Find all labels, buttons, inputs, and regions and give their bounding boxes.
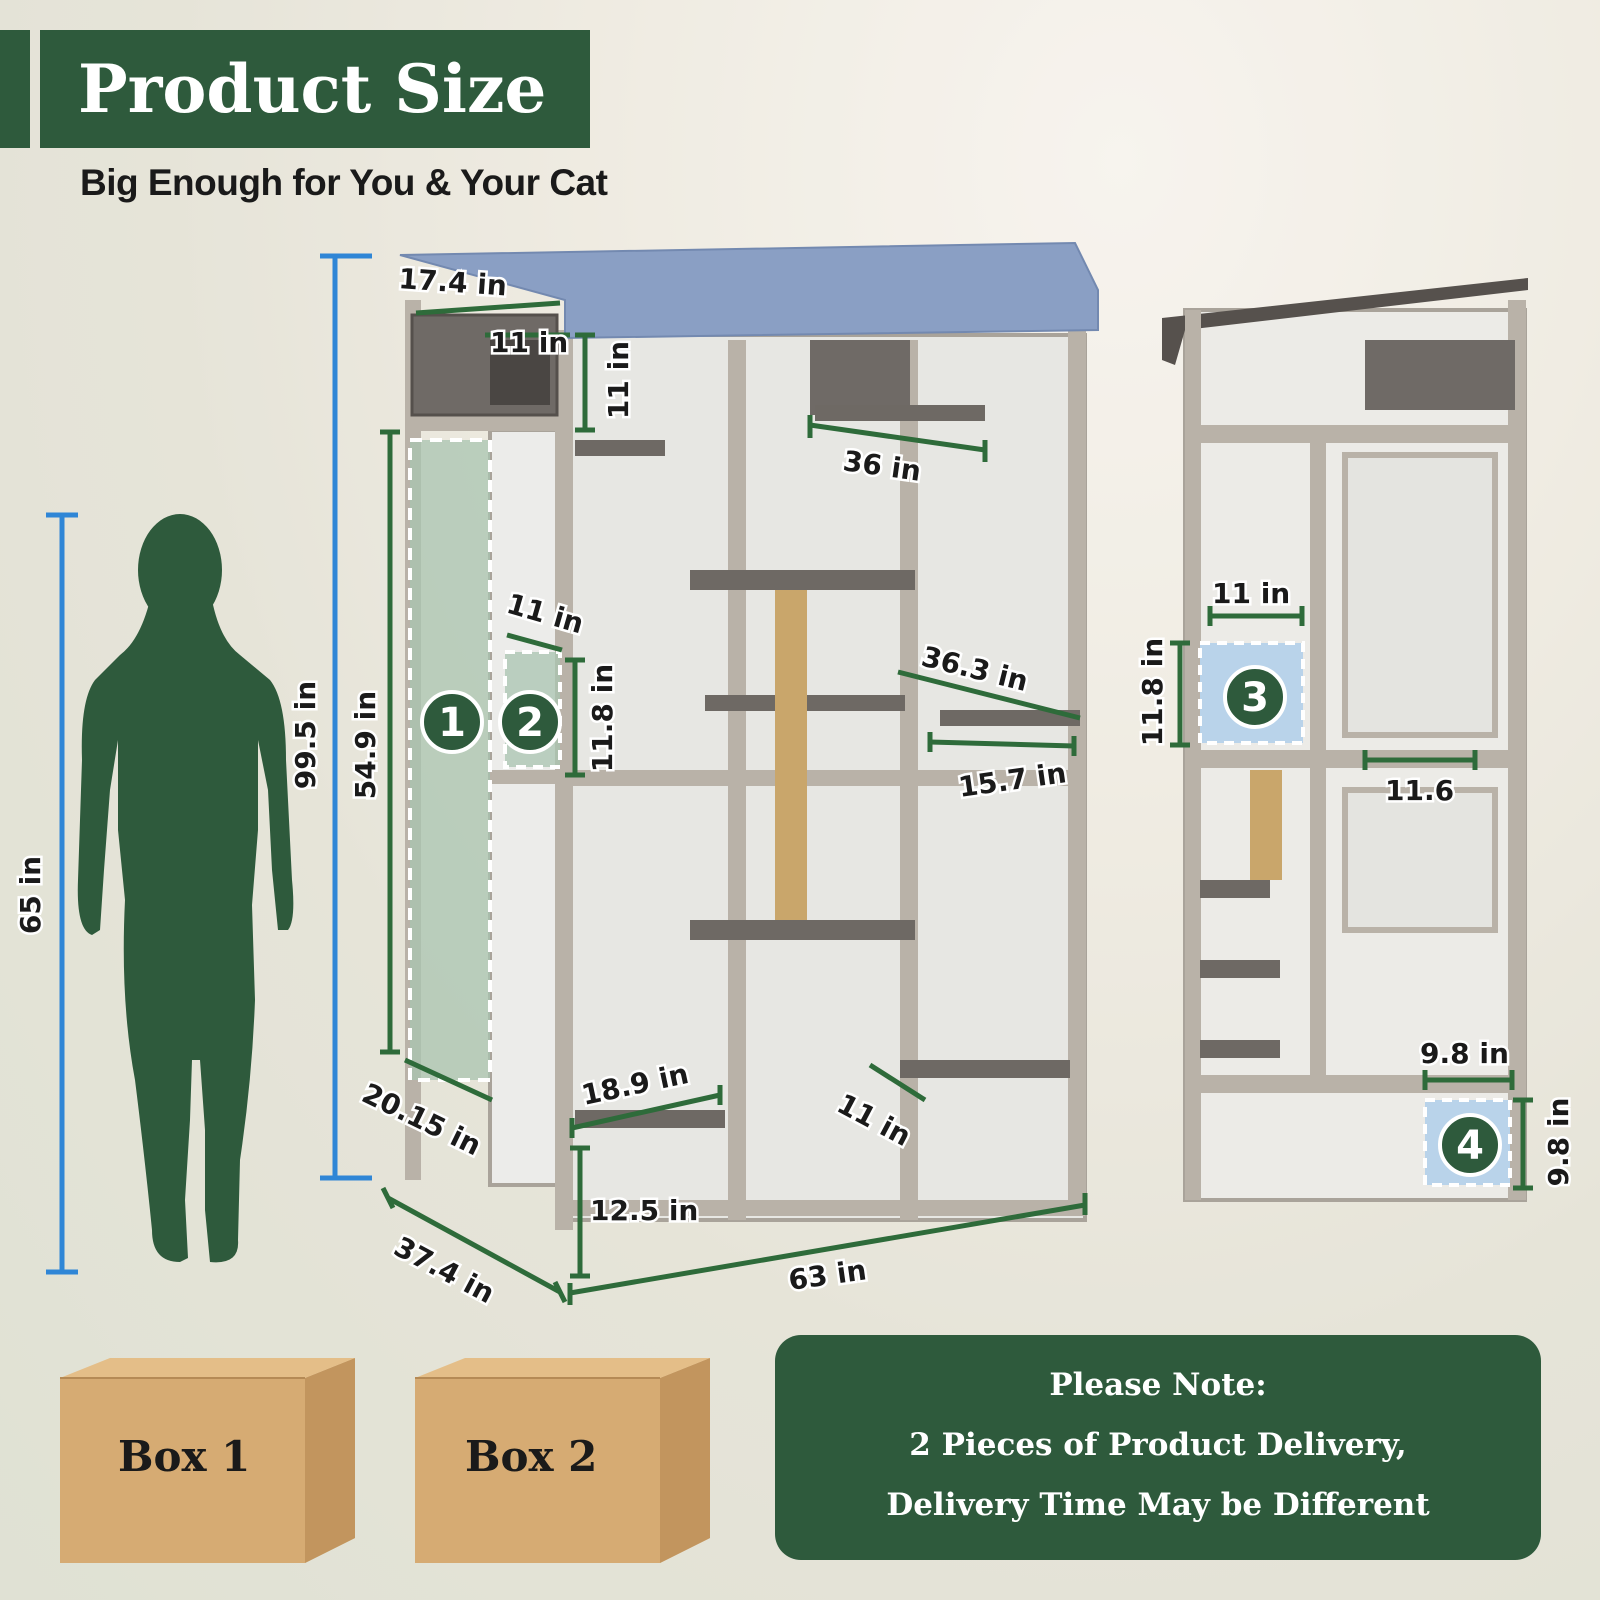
label-roof-depth: 17.4 in [398,262,508,302]
label-door-height: 54.9 in [349,691,382,799]
badge-1 [420,690,484,754]
label-width: 63 in [786,1253,868,1297]
delivery-note: Please Note: 2 Pieces of Product Deliver… [775,1335,1541,1560]
front-catio [399,241,1099,1230]
badge-2-label: 2 [516,700,544,746]
label-door2-height: 11.8 in [586,664,619,772]
banner-accent [0,30,30,148]
label-side-shelf: 11.6 [1385,774,1454,807]
label-top-box-height: 11 in [602,341,635,419]
label-depth: 37.4 in [389,1230,500,1310]
page-subtitle: Big Enough for You & Your Cat [80,162,608,203]
label-side-door3-width: 11 in [1212,577,1290,610]
height-markers [46,253,372,1275]
label-base-height: 12.5 in [590,1194,698,1227]
note-heading: Please Note: [1049,1367,1267,1403]
note-line-2: 2 Pieces of Product Delivery, [909,1427,1407,1463]
label-person-height: 65 in [14,856,47,934]
badge-2 [498,690,562,754]
person-silhouette [77,514,294,1263]
door-badges: 1 2 3 4 [420,665,1502,1177]
note-line-3: Delivery Time May be Different [886,1487,1430,1523]
badge-3 [1223,665,1287,729]
label-side-door4-width: 9.8 in [1420,1037,1509,1070]
box-2-label: Box 2 [465,1432,598,1481]
label-side-door3-height: 11.8 in [1136,638,1169,746]
label-total-height: 99.5 in [289,681,322,789]
box-1-icon [60,1358,355,1563]
badge-1-label: 1 [438,700,466,746]
dimension-lines [380,300,1533,1305]
box-2-icon [415,1358,710,1563]
box-1-label: Box 1 [118,1432,251,1481]
badge-4 [1438,1113,1502,1177]
label-side-door4-height: 9.8 in [1542,1098,1575,1187]
page-title: Product Size [40,30,590,148]
badge-4-label: 4 [1456,1123,1484,1169]
label-top-box-width: 11 in [490,326,568,359]
badge-3-label: 3 [1241,675,1269,721]
